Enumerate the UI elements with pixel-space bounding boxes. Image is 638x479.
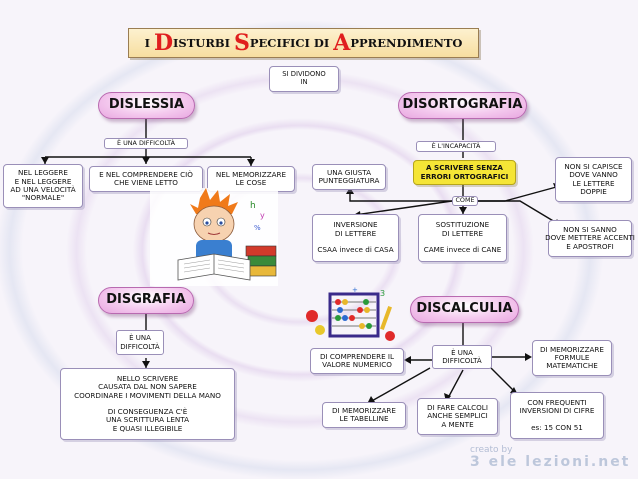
discalculia-item-numeric-value: DI COMPRENDERE IL VALORE NUMERICO: [310, 348, 404, 374]
discalculia-item-digit-inversion: CON FREQUENTI INVERSIONI DI CIFRE es: 15…: [510, 392, 604, 439]
watermark: creato by 3 ele lezioni.net: [470, 444, 635, 474]
center-node: SI DIVIDONO IN: [269, 66, 339, 92]
svg-text:h: h: [250, 201, 256, 211]
title-part: PECIFICI DI: [249, 36, 334, 50]
svg-text:%: %: [254, 224, 261, 232]
watermark-line2: 3 ele lezioni.net: [470, 454, 631, 470]
disgrafia-item: NELLO SCRIVERE CAUSATA DAL NON SAPERE CO…: [60, 368, 235, 440]
disgrafia-connector: È UNA DIFFICOLTÀ: [116, 330, 164, 355]
discalculia-node: DISCALCULIA: [410, 296, 519, 323]
dislessia-connector: È UNA DIFFICOLTÀ: [104, 138, 188, 149]
title-part: I: [144, 36, 154, 50]
disortografia-main: A SCRIVERE SENZA ERRORI ORTOGRAFICI: [413, 160, 516, 185]
svg-text:y: y: [260, 211, 265, 220]
dislessia-item-memory: NEL MEMORIZZARE LE COSE: [207, 166, 295, 192]
title-part: PPRENDIMENTO: [350, 36, 463, 50]
disortografia-connector: È L'INCAPACITÀ: [416, 141, 496, 152]
discalculia-item-formulas: DI MEMORIZZARE FORMULE MATEMATICHE: [532, 340, 612, 376]
disgrafia-node: DISGRAFIA: [98, 287, 194, 314]
dislessia-item-reading: NEL LEGGERE E NEL LEGGERE AD UNA VELOCIT…: [3, 164, 83, 208]
title-part: ISTURBI: [173, 36, 234, 50]
abacus-illustration: + 3: [306, 286, 395, 341]
disortografia-item-double-letters: NON SI CAPISCE DOVE VANNO LE LETTERE DOP…: [555, 157, 632, 202]
disortografia-item-punctuation: UNA GIUSTA PUNTEGGIATURA: [312, 164, 386, 190]
dislessia-item-comprehension: E NEL COMPRENDERE CIÒ CHE VIENE LETTO: [89, 166, 203, 192]
title-part: A: [333, 30, 351, 56]
watermark-line1: creato by: [470, 445, 513, 455]
svg-text:+: +: [352, 286, 358, 294]
disortografia-come: COME: [452, 196, 478, 206]
disortografia-item-accents: NON SI SANNO DOVE METTERE ACCENTI E APOS…: [545, 220, 635, 257]
discalculia-item-tables: DI MEMORIZZARE LE TABELLINE: [322, 402, 406, 428]
discalculia-connector: È UNA DIFFICOLTÀ: [432, 345, 492, 369]
disortografia-item-inversion: INVERSIONE DI LETTERE CSAA invece di CAS…: [312, 214, 399, 262]
dislessia-node: DISLESSIA: [98, 92, 195, 119]
disortografia-node: DISORTOGRAFIA: [398, 92, 527, 119]
disortografia-item-substitution: SOSTITUZIONE DI LETTERE CAME invece di C…: [418, 214, 507, 262]
child-reading-illustration: h y %: [150, 188, 278, 286]
page-title: I D ISTURBI S PECIFICI DI A PPRENDIMENTO: [128, 28, 479, 58]
title-part: D: [153, 30, 174, 56]
discalculia-item-mental-calc: DI FARE CALCOLI ANCHE SEMPLICI A MENTE: [417, 398, 498, 435]
title-part: S: [233, 30, 250, 56]
svg-text:3: 3: [380, 289, 385, 298]
